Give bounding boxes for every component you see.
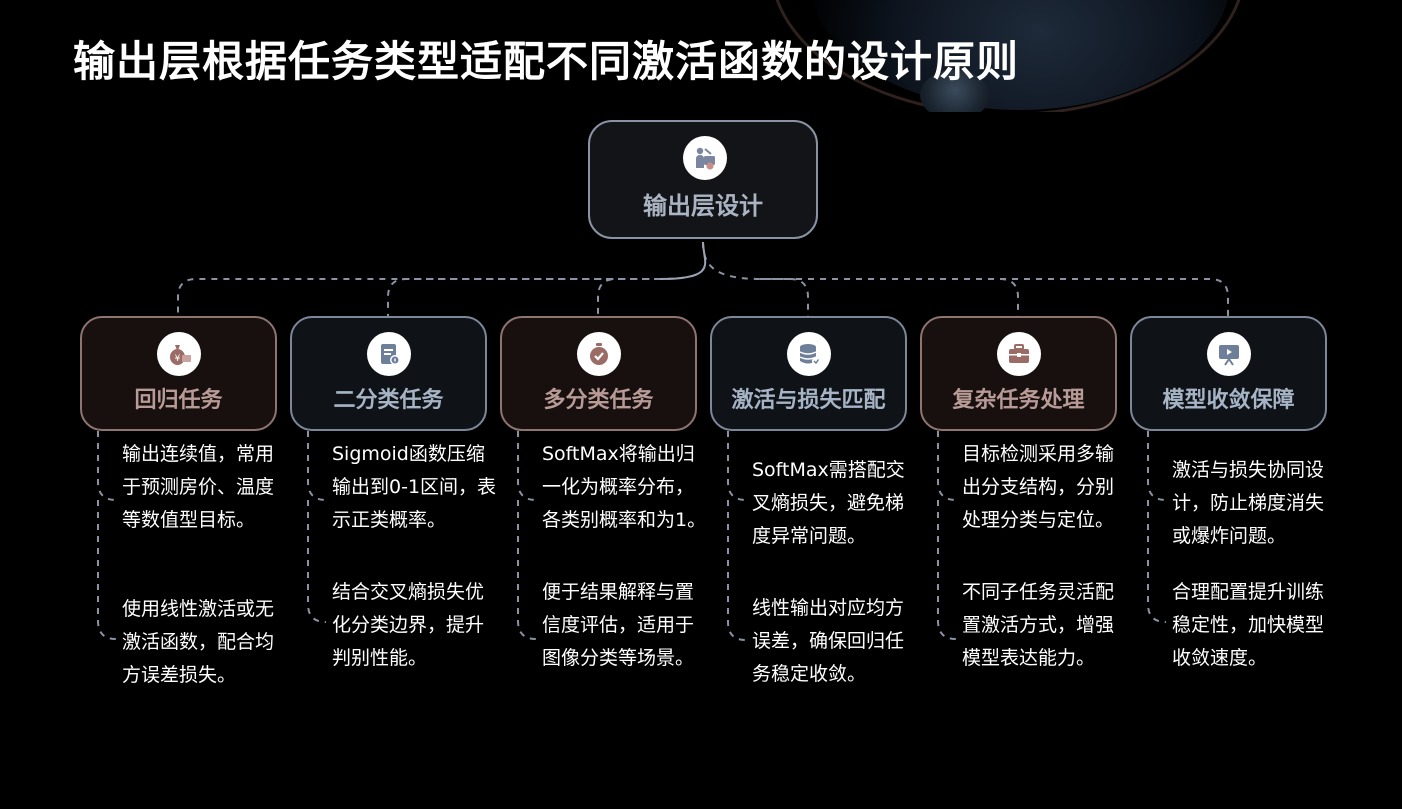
multiclass-point-1: SoftMax将输出归一化为概率分布，各类别概率和为1。 (542, 438, 708, 537)
multiclass-point-2: 便于结果解释与置信度评估，适用于图像分类等场景。 (542, 576, 708, 675)
database-icon (787, 332, 831, 376)
connector-root-matching (703, 242, 808, 316)
document-icon (367, 332, 411, 376)
connector-convergence-point-1 (1148, 431, 1166, 500)
svg-text:¥: ¥ (175, 354, 181, 364)
convergence-point-2: 合理配置提升训练稳定性，加快模型收敛速度。 (1172, 576, 1338, 675)
connector-regression-point-2 (98, 500, 116, 639)
matching-point-1: SoftMax需搭配交叉熵损失，避免梯度异常问题。 (752, 454, 918, 553)
connector-binary-point-2 (308, 500, 326, 622)
connector-root-multiclass (598, 279, 660, 316)
branch-binary: 二分类任务 (290, 316, 487, 431)
connector-root-convergence (1000, 279, 1228, 316)
briefcase-icon (997, 332, 1041, 376)
connector-multiclass-point-1 (518, 431, 536, 500)
branch-label: 模型收敛保障 (1132, 382, 1325, 414)
branch-label: 二分类任务 (292, 382, 485, 414)
stopwatch-icon (577, 332, 621, 376)
branch-regression: ¥ 回归任务 (80, 316, 277, 431)
branch-convergence: 模型收敛保障 (1130, 316, 1327, 431)
connector-root-binary (388, 279, 660, 316)
presentation-icon (1207, 332, 1251, 376)
connector-regression-point-1 (98, 431, 116, 500)
connector-matching-point-1 (728, 431, 746, 500)
branch-label: 多分类任务 (502, 382, 695, 414)
connector-convergence-point-2 (1148, 500, 1166, 622)
convergence-point-1: 激活与损失协同设计，防止梯度消失或爆炸问题。 (1172, 454, 1338, 553)
complex-point-2: 不同子任务灵活配置激活方式，增强模型表达能力。 (962, 576, 1128, 675)
connector-complex-point-1 (938, 431, 956, 500)
root-label: 输出层设计 (590, 186, 816, 221)
connector-complex-point-2 (938, 500, 956, 639)
connector-multiclass-point-2 (518, 500, 536, 639)
root-node: 输出层设计 (588, 120, 818, 239)
connector-root-complex (760, 279, 1018, 316)
connector-matching-point-2 (728, 500, 746, 640)
designer-icon (683, 136, 727, 180)
regression-point-1: 输出连续值，常用于预测房价、温度等数值型目标。 (122, 438, 288, 537)
branch-complex: 复杂任务处理 (920, 316, 1117, 431)
branch-label: 激活与损失匹配 (712, 382, 905, 414)
branch-label: 复杂任务处理 (922, 382, 1115, 414)
money-bag-icon: ¥ (157, 332, 201, 376)
binary-point-1: Sigmoid函数压缩输出到0-1区间，表示正类概率。 (332, 438, 498, 537)
matching-point-2: 线性输出对应均方误差，确保回归任务稳定收敛。 (752, 592, 918, 691)
branch-multiclass: 多分类任务 (500, 316, 697, 431)
regression-point-2: 使用线性激活或无激活函数，配合均方误差损失。 (122, 593, 288, 692)
binary-point-2: 结合交叉熵损失优化分类边界，提升判别性能。 (332, 576, 498, 675)
complex-point-1: 目标检测采用多输出分支结构，分别处理分类与定位。 (962, 438, 1128, 537)
branch-label: 回归任务 (82, 382, 275, 414)
branch-matching: 激活与损失匹配 (710, 316, 907, 431)
connector-binary-point-1 (308, 431, 326, 500)
